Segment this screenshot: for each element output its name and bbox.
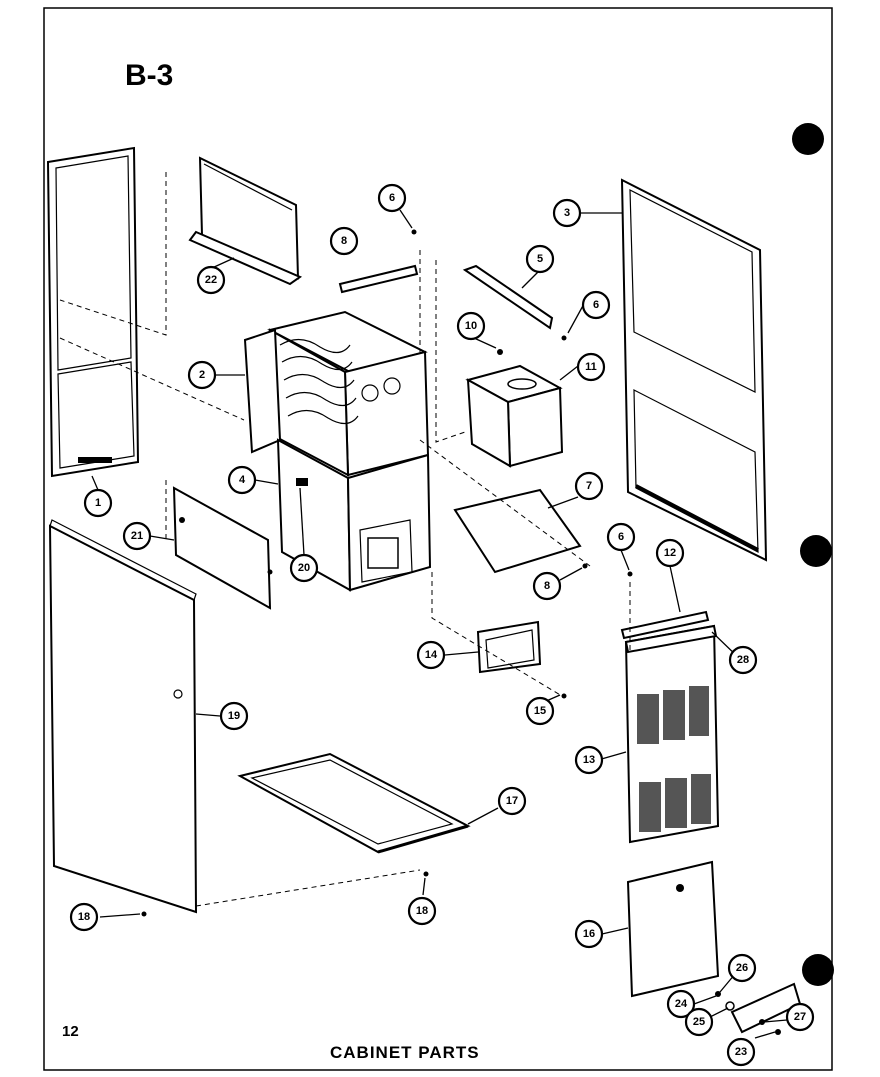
binder-hole-top (792, 123, 824, 155)
callout-23: 23 (726, 1037, 756, 1067)
callout-20: 20 (289, 553, 319, 583)
svg-text:28: 28 (737, 654, 749, 666)
svg-text:3: 3 (564, 207, 570, 219)
part-12-bracket (620, 610, 710, 640)
diagram-caption: CABINET PARTS (330, 1043, 480, 1062)
page-border (43, 7, 833, 1071)
part-22-top-panel (188, 156, 303, 286)
callout-7: 7 (574, 471, 604, 501)
callout-27: 27 (785, 1002, 815, 1032)
part-7-tray (453, 488, 582, 574)
svg-text:1: 1 (95, 497, 101, 509)
callout-15: 15 (525, 696, 555, 726)
screws (141, 229, 633, 917)
svg-text:8: 8 (544, 580, 550, 592)
callout-5: 5 (525, 244, 555, 274)
callout-8-b: 8 (329, 226, 359, 256)
callout-8-a: 8 (532, 571, 562, 601)
callout-21: 21 (122, 521, 152, 551)
svg-text:22: 22 (205, 274, 217, 286)
svg-text:11: 11 (585, 361, 597, 373)
callout-10: 10 (456, 311, 486, 341)
part-14-bracket (476, 620, 542, 674)
svg-text:20: 20 (298, 562, 310, 574)
svg-text:6: 6 (389, 192, 395, 204)
svg-text:24: 24 (675, 998, 688, 1010)
latch-hardware (715, 982, 802, 1035)
binder-hole-middle (800, 535, 832, 567)
part-1-side-panel (46, 146, 140, 478)
part-19-front-door (48, 519, 198, 914)
svg-text:16: 16 (583, 928, 595, 940)
callout-6-top: 6 (377, 183, 407, 213)
part-17-bottom-frame (237, 752, 471, 854)
leader-lines (91, 209, 788, 1039)
part-9-bracket (338, 264, 419, 294)
callout-18-bottom: 18 (407, 896, 437, 926)
svg-text:15: 15 (534, 705, 546, 717)
svg-text:18: 18 (416, 905, 428, 917)
callout-24: 24 (666, 989, 696, 1019)
callout-19: 19 (219, 701, 249, 731)
part-16-lower-door (626, 860, 720, 998)
part-5-bracket (462, 264, 554, 330)
part-21-access-panel (172, 486, 272, 610)
part-11-control-box (465, 364, 564, 468)
page-number: 12 (62, 1023, 79, 1040)
svg-text:18: 18 (78, 911, 90, 923)
callout-18-left: 18 (69, 902, 99, 932)
svg-text:13: 13 (583, 754, 595, 766)
svg-text:17: 17 (506, 795, 518, 807)
svg-text:10: 10 (465, 320, 477, 332)
callout-26: 26 (727, 953, 757, 983)
callout-6-lower: 6 (606, 522, 636, 552)
callout-1: 1 (83, 488, 113, 518)
callout-3: 3 (552, 198, 582, 228)
callout-2: 2 (187, 360, 217, 390)
svg-text:8: 8 (341, 235, 347, 247)
callout-17: 17 (497, 786, 527, 816)
callout-28: 28 (728, 645, 758, 675)
svg-text:5: 5 (537, 253, 543, 265)
callout-16: 16 (574, 919, 604, 949)
assembly-lines (59, 172, 631, 907)
svg-text:25: 25 (693, 1016, 705, 1028)
diagram-title: B-3 (125, 59, 173, 92)
callout-6-right: 6 (581, 290, 611, 320)
svg-text:6: 6 (593, 299, 599, 311)
svg-text:4: 4 (239, 474, 246, 486)
callout-22: 22 (196, 265, 226, 295)
part-13-grille-panel (624, 624, 720, 844)
svg-text:7: 7 (586, 480, 592, 492)
callout-4: 4 (227, 465, 257, 495)
svg-text:21: 21 (131, 530, 143, 542)
svg-text:2: 2 (199, 369, 205, 381)
svg-text:26: 26 (736, 962, 748, 974)
svg-text:12: 12 (664, 547, 676, 559)
callout-14: 14 (416, 640, 446, 670)
svg-text:6: 6 (618, 531, 624, 543)
svg-text:19: 19 (228, 710, 240, 722)
svg-text:23: 23 (735, 1046, 747, 1058)
callout-25: 25 (684, 1007, 714, 1037)
callout-11: 11 (576, 352, 606, 382)
callout-12: 12 (655, 538, 685, 568)
part-4-blower-compartment (276, 438, 432, 592)
part-3-side-panel (620, 178, 768, 562)
callout-13: 13 (574, 745, 604, 775)
svg-text:14: 14 (425, 649, 438, 661)
svg-text:27: 27 (794, 1011, 806, 1023)
part-2-heat-exchanger (243, 310, 430, 477)
binder-hole-bottom (802, 954, 834, 986)
